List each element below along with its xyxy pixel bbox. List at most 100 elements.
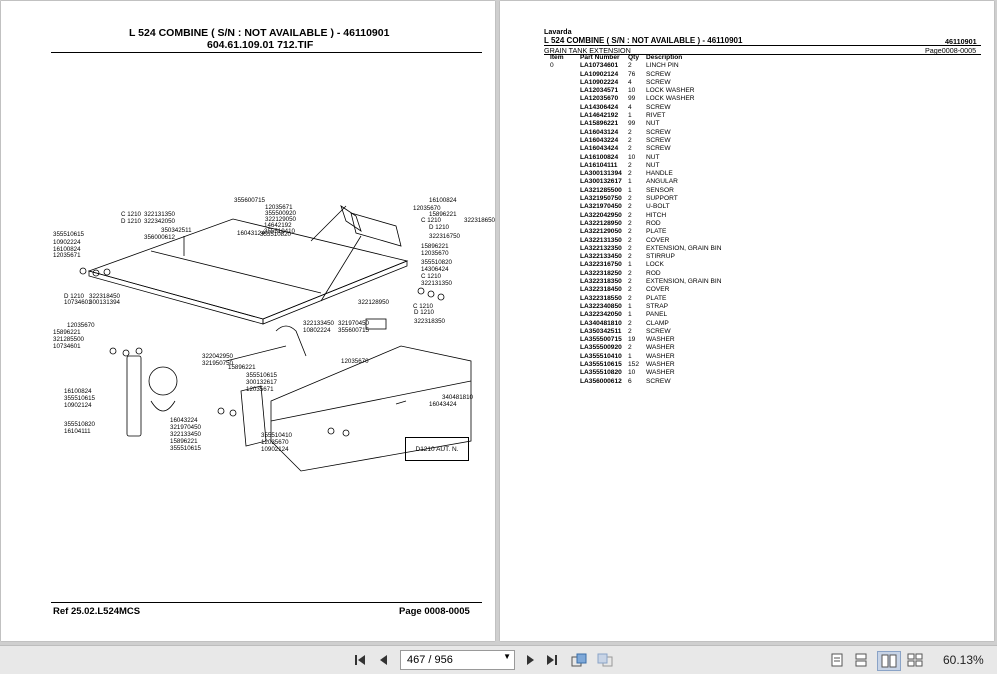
callout-label: 322316750 (429, 233, 461, 240)
callout-label: 340481810 (442, 394, 474, 401)
col-part-cell: LA16104111 (580, 161, 618, 169)
col-qty-cell: 1 (628, 302, 632, 310)
left-footer-rule (51, 602, 482, 603)
callout-label: 322318450 (89, 293, 121, 300)
col-part-cell: LA14306424 (580, 103, 619, 111)
col-part-cell: LA16100824 (580, 153, 619, 161)
callout-label: 10802224 (303, 327, 331, 334)
two-page-icon[interactable] (877, 651, 901, 671)
col-qty-cell: 2 (628, 170, 632, 178)
callout-label: 300132617 (246, 379, 278, 386)
col-qty-cell: 2 (628, 278, 632, 286)
two-page-continuous-icon[interactable] (906, 651, 924, 669)
col-part-cell: LA322316750 (580, 261, 622, 269)
col-item-cell (544, 87, 580, 95)
zoom-level[interactable]: 60.13% (943, 653, 984, 667)
right-title-rule (544, 45, 981, 46)
col-qty-cell: 1 (628, 261, 632, 269)
col-part-cell: LA321285500 (580, 186, 622, 194)
callout-label: 322133450 (170, 431, 202, 438)
col-item-cell (544, 353, 580, 361)
callout-label: 12035671 (265, 204, 293, 211)
col-desc-cell: WASHER (646, 360, 675, 368)
col-item-cell (544, 369, 580, 377)
single-page-icon[interactable] (828, 651, 846, 669)
col-desc-cell: SCREW (646, 128, 671, 136)
col-desc-cell: EXTENSION, GRAIN BIN (646, 244, 722, 252)
callout-label: 15896221 (421, 243, 449, 250)
col-item-cell (544, 187, 580, 195)
col-item-cell (544, 237, 580, 245)
col-qty-cell: 1 (628, 112, 632, 120)
callout-label: 322133450 (303, 320, 335, 327)
col-item-cell (544, 261, 580, 269)
callout-label: 355510820 (260, 231, 292, 238)
continuous-icon[interactable] (852, 651, 870, 669)
right-page-number: 46110901 (945, 37, 977, 46)
col-qty-cell: 2 (628, 219, 632, 227)
col-item-cell (544, 228, 580, 236)
first-page-icon[interactable] (352, 651, 368, 669)
col-desc-cell: ROD (646, 269, 661, 277)
rotate-alt-icon[interactable] (596, 651, 614, 669)
col-desc-cell: HANDLE (646, 170, 673, 178)
callout-label: 10902124 (64, 402, 92, 409)
next-page-icon[interactable] (522, 651, 538, 669)
col-item-cell (544, 278, 580, 286)
col-item-cell (544, 212, 580, 220)
callout-label: 15896221 (170, 438, 198, 445)
col-qty-cell: 6 (628, 377, 632, 385)
col-desc-cell: EXTENSION, GRAIN BIN (646, 278, 722, 286)
page-number-field[interactable]: 467 / 956 ▼ (400, 650, 515, 670)
callout-label: 322318350 (414, 318, 446, 325)
col-qty-cell: 76 (628, 70, 636, 78)
callout-label: 16100824 (64, 388, 92, 395)
col-item-cell (544, 344, 580, 352)
col-item-cell (544, 162, 580, 170)
callout-label: 322131350 (421, 280, 453, 287)
callout-label: 355510615 (53, 231, 85, 238)
callout-label: 355510820 (421, 259, 453, 266)
callout-label: 300131394 (89, 299, 121, 306)
col-part-cell: LA16043224 (580, 136, 619, 144)
col-item-cell (544, 286, 580, 294)
col-part-cell: LA356000612 (580, 377, 622, 385)
callout-label: 321285500 (53, 336, 85, 343)
callout-label: 10902224 (53, 239, 81, 246)
col-desc-cell: STIRRUP (646, 253, 675, 261)
rotate-icon[interactable] (570, 651, 588, 669)
col-qty-cell: 2 (628, 62, 632, 70)
right-page-title: L 524 COMBINE ( S/N : NOT AVAILABLE ) - … (544, 36, 743, 45)
col-desc-cell: NUT (646, 120, 660, 128)
callout-label: D 1210 (414, 309, 435, 316)
col-item-cell (544, 178, 580, 186)
col-desc-cell: WASHER (646, 344, 675, 352)
col-item-cell (544, 203, 580, 211)
col-qty-cell: 152 (628, 360, 640, 368)
callout-label: 356000612 (144, 234, 176, 241)
last-page-icon[interactable] (544, 651, 560, 669)
col-desc-cell: LINCH PIN (646, 62, 679, 70)
col-item-cell (544, 195, 580, 203)
prev-page-icon[interactable] (376, 651, 392, 669)
col-qty-cell: 2 (628, 203, 632, 211)
col-part-cell: LA10902124 (580, 70, 619, 78)
left-page-subtitle: 604.61.109.01 712.TIF (207, 39, 314, 51)
document-viewer[interactable]: L 524 COMBINE ( S/N : NOT AVAILABLE ) - … (0, 0, 997, 645)
chevron-down-icon[interactable]: ▼ (503, 652, 511, 661)
col-part-cell: LA322318350 (580, 278, 622, 286)
callout-label: 355500920 (265, 210, 297, 217)
